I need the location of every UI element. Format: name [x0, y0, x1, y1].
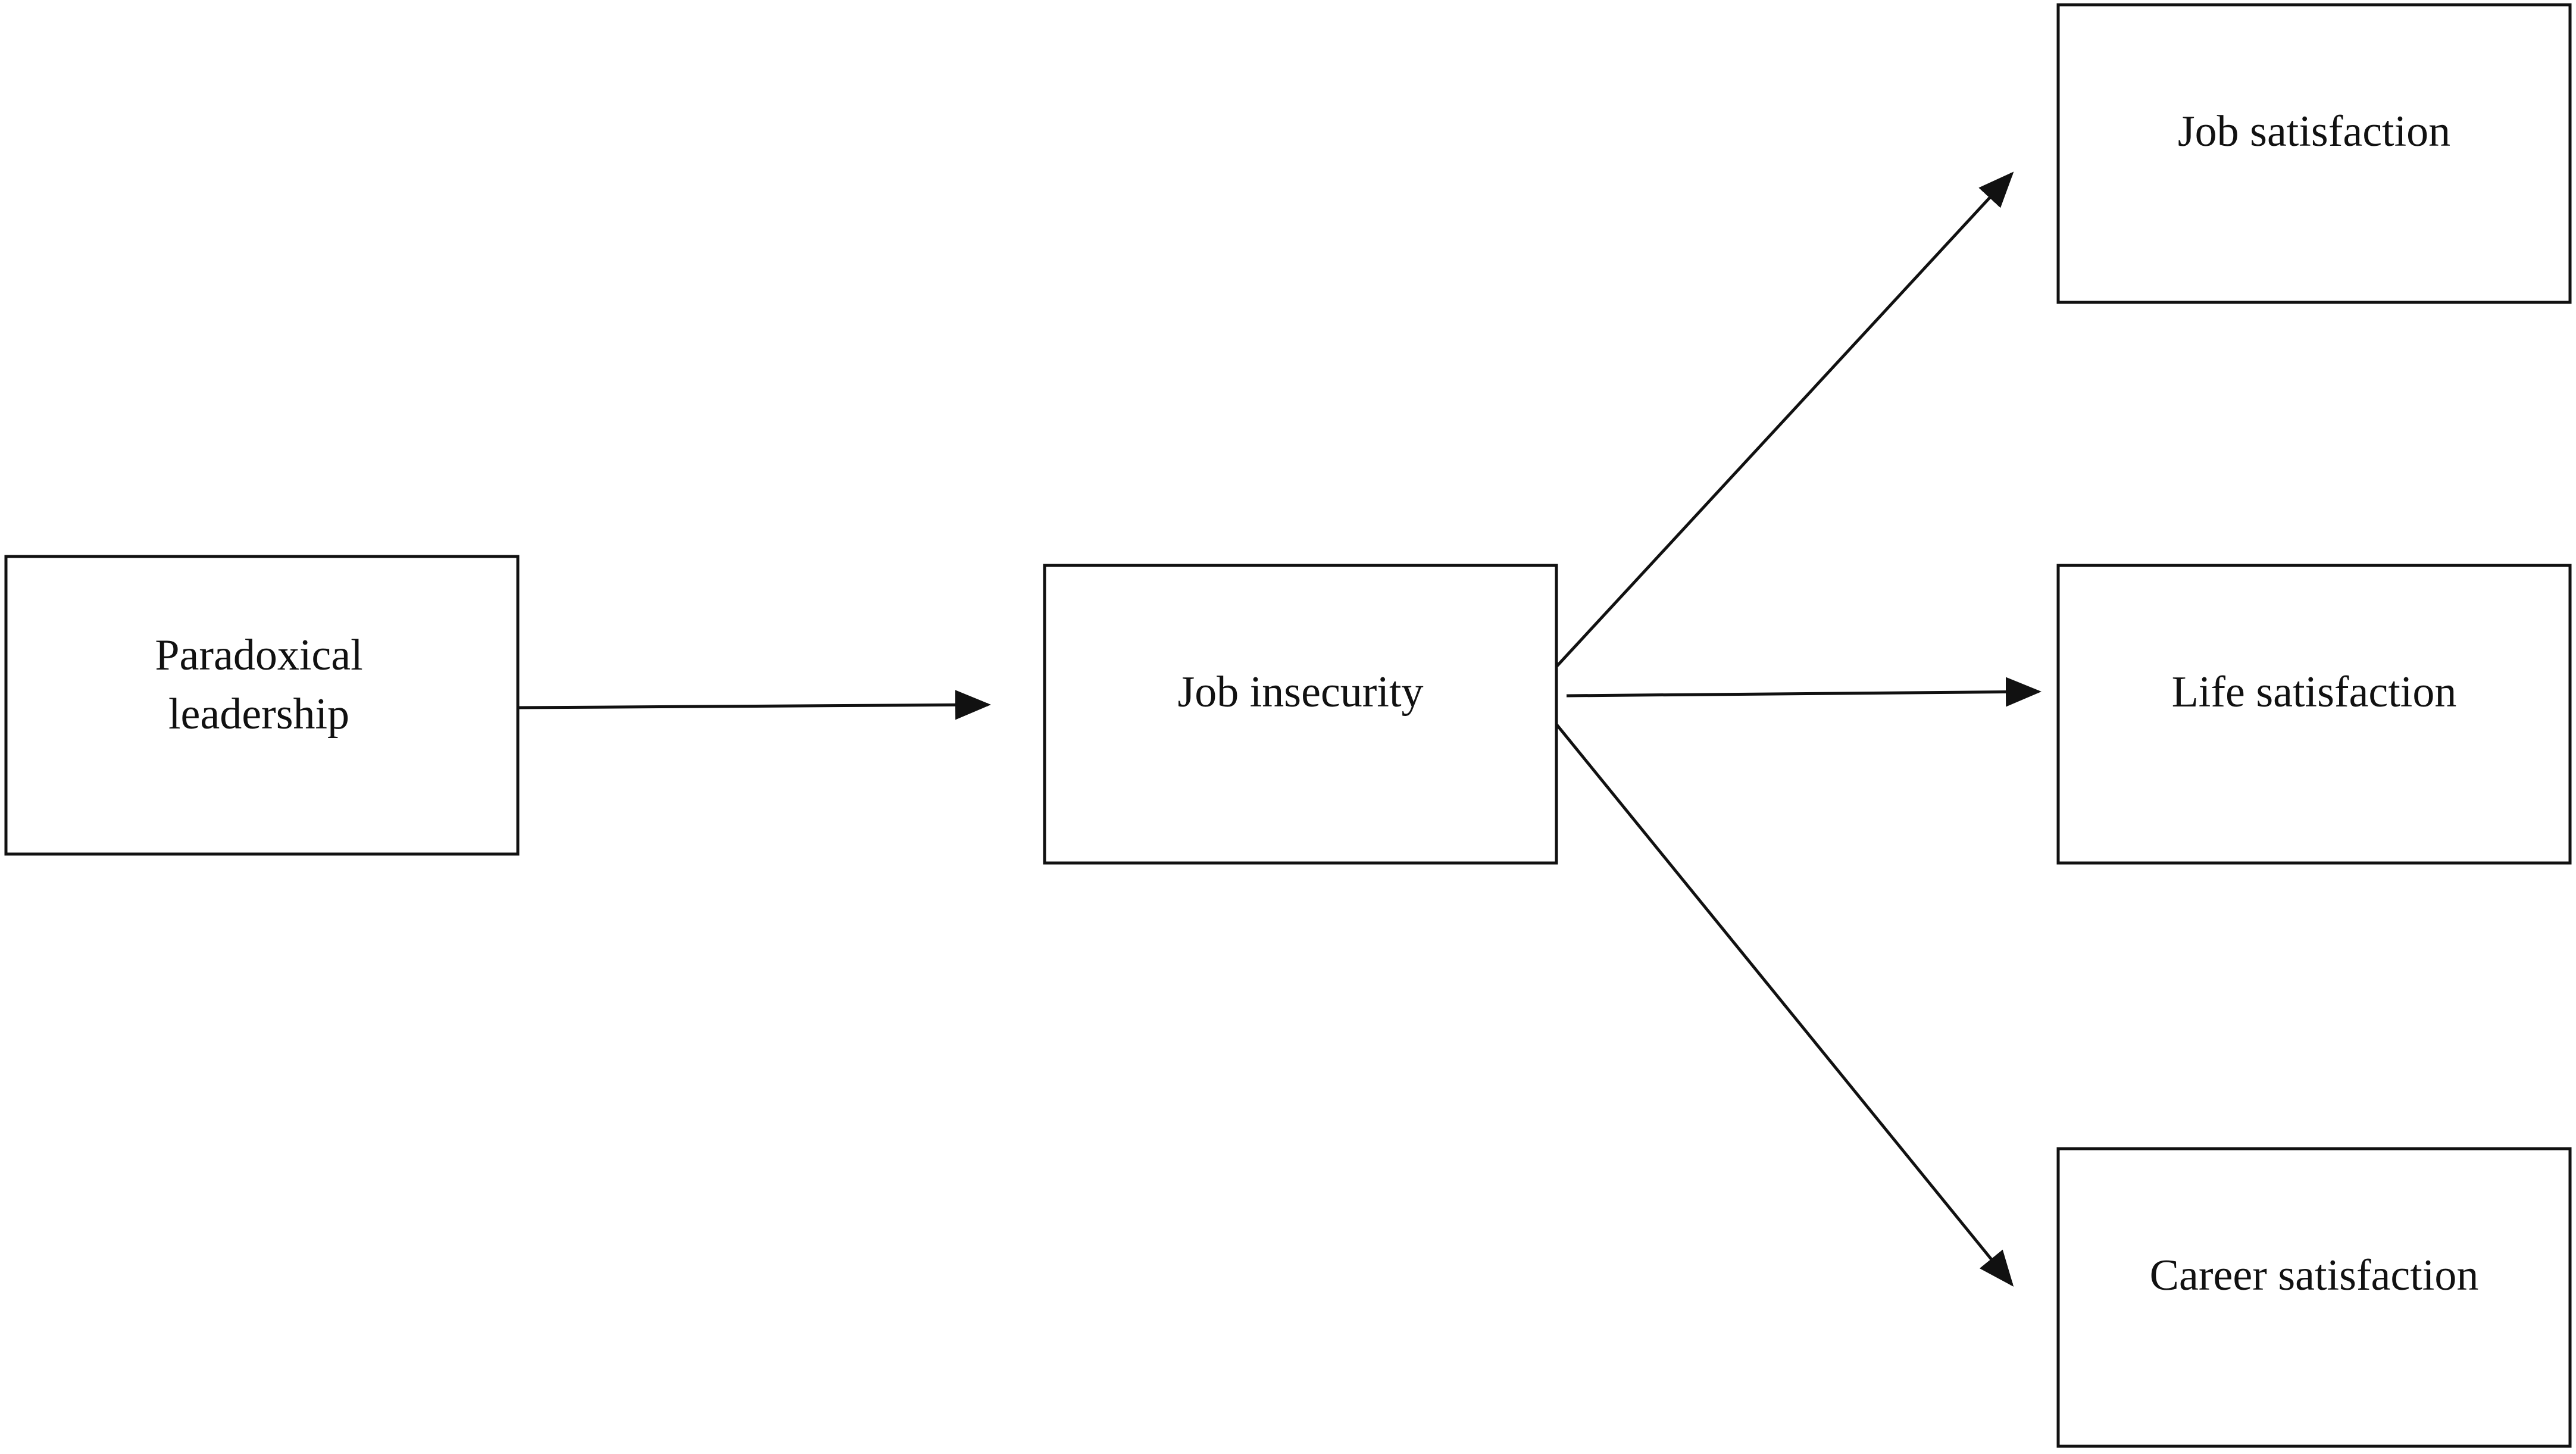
node-job-insecurity: Job insecurity: [1043, 564, 1558, 865]
node-label: Career satisfaction: [2150, 1251, 2479, 1300]
arrow-insecurity-to-job-satisfaction: [1555, 171, 2014, 668]
node-label-line-1: Paradoxical: [155, 631, 362, 680]
arrow-insecurity-to-career-satisfaction: [1555, 723, 2014, 1287]
node-label: Life satisfaction: [2172, 668, 2457, 717]
node-label: Job insecurity: [1177, 668, 1423, 717]
node-paradoxical-leadership: Paradoxical leadership: [4, 555, 520, 856]
node-label: Job satisfaction: [2178, 107, 2450, 156]
node-life-satisfaction: Life satisfaction: [2056, 564, 2572, 865]
arrow-paradoxical-to-insecurity: [517, 690, 991, 720]
node-box: [1043, 564, 1558, 865]
node-box: [4, 555, 520, 856]
node-job-satisfaction: Job satisfaction: [2056, 3, 2572, 304]
arrow-insecurity-to-life-satisfaction: [1566, 677, 2042, 707]
node-box: [2056, 564, 2572, 865]
node-label-line-2: leadership: [168, 690, 349, 739]
node-career-satisfaction: Career satisfaction: [2056, 1147, 2572, 1448]
node-box: [2056, 3, 2572, 304]
node-box: [2056, 1147, 2572, 1448]
